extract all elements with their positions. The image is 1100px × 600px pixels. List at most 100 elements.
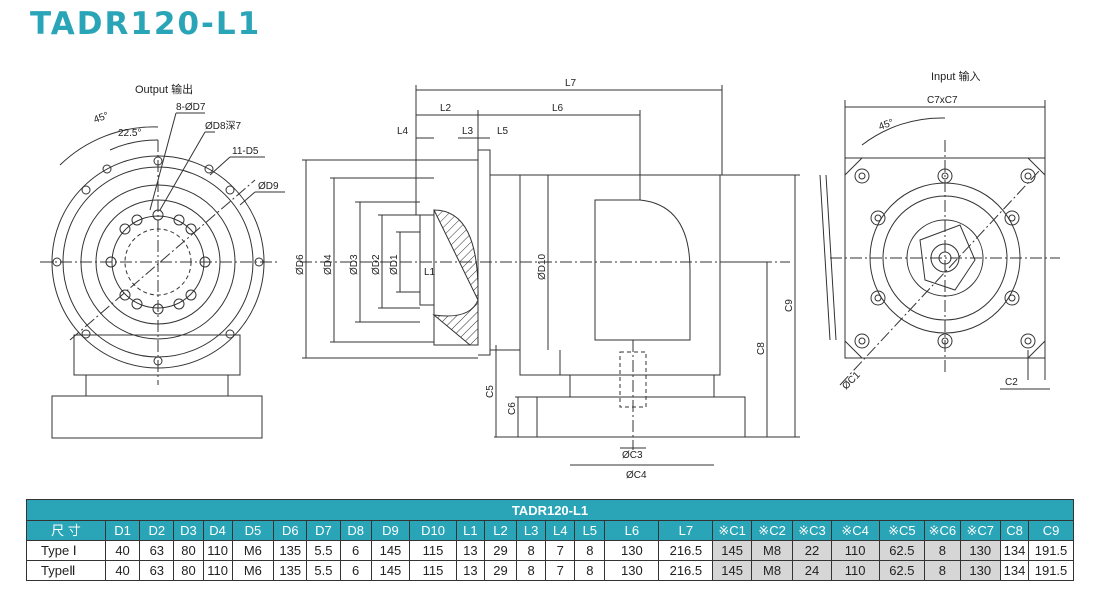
table-cell: 115	[409, 540, 457, 561]
table-cell: 134	[999, 540, 1030, 561]
table-header: ※C3	[792, 520, 832, 541]
dim-l4: L4	[397, 126, 409, 137]
table-cell: 191.5	[1028, 540, 1074, 561]
table-header: D1	[104, 520, 141, 541]
dim-c9: C9	[784, 299, 795, 312]
dim-c4: ØC4	[626, 470, 647, 481]
dim-d3: ØD3	[349, 254, 360, 275]
table-cell: 24	[792, 560, 832, 581]
table-cell: 5.5	[306, 540, 341, 561]
table-cell: 115	[409, 560, 457, 581]
dim-d4: ØD4	[323, 254, 334, 275]
spec-table: TADR120-L1 尺 寸 D1 D2 D3 D4 D5 D6 D7 D8 D…	[26, 499, 1074, 581]
table-cell: Type Ⅰ	[26, 540, 106, 561]
table-header: D9	[370, 520, 411, 541]
table-header: D6	[273, 520, 308, 541]
table-cell: 62.5	[878, 540, 926, 561]
table-cell: 7	[545, 560, 576, 581]
dim-d10: ØD10	[537, 253, 548, 280]
table-header: D3	[173, 520, 204, 541]
table-header: C9	[1028, 520, 1074, 541]
dim-l3: L3	[462, 126, 474, 137]
table-cell: 110	[830, 560, 880, 581]
side-view: L7 L2 L6 L4 L3 L5 L1 ØD6 ØD4 ØD3 ØD2 ØD1…	[295, 78, 800, 481]
table-cell: 40	[104, 560, 141, 581]
dim-c7: C7xC7	[927, 95, 958, 106]
table-header: ※C7	[959, 520, 1001, 541]
output-holes-d5: 11-D5	[232, 146, 259, 157]
table-cell: 135	[273, 540, 308, 561]
table-cell: 8	[924, 560, 961, 581]
output-holes-d7: 8-ØD7	[176, 102, 206, 113]
table-header: L3	[516, 520, 547, 541]
dim-c3: ØC3	[622, 450, 643, 461]
table-cell: M6	[231, 540, 275, 561]
table-cell: 6	[339, 540, 372, 561]
dim-d6: ØD6	[295, 254, 306, 275]
dim-c2: C2	[1005, 377, 1018, 388]
technical-drawing: Output 输出	[40, 69, 1060, 481]
table-cell: 40	[104, 540, 141, 561]
table-cell: M6	[231, 560, 275, 581]
table-cell: 8	[924, 540, 961, 561]
input-view: Input 输入	[819, 69, 1060, 392]
table-cell: 13	[455, 560, 485, 581]
output-angle-45: 45°	[92, 110, 110, 126]
table-cell: 191.5	[1028, 560, 1074, 581]
table-header: L5	[574, 520, 606, 541]
table-cell: 8	[574, 560, 606, 581]
table-header: D8	[339, 520, 372, 541]
table-header: 尺 寸	[26, 520, 106, 541]
table-header: L4	[545, 520, 576, 541]
output-view: Output 输出	[40, 82, 285, 439]
table-cell: 216.5	[658, 540, 714, 561]
table-header: ※C6	[924, 520, 961, 541]
input-angle-45: 45°	[877, 117, 895, 133]
table-cell: 13	[455, 540, 485, 561]
table-cell: 110	[202, 560, 233, 581]
table-cell: 110	[202, 540, 233, 561]
table-cell: 63	[139, 560, 175, 581]
input-view-label: Input 输入	[931, 69, 981, 83]
table-cell: M8	[750, 540, 794, 561]
table-cell: 29	[483, 560, 518, 581]
table-cell: M8	[750, 560, 794, 581]
table-header: ※C5	[878, 520, 926, 541]
dim-c8: C8	[756, 342, 767, 355]
table-header: ※C1	[712, 520, 752, 541]
table-header-row: 尺 寸 D1 D2 D3 D4 D5 D6 D7 D8 D9 D10 L1 L2…	[26, 520, 1074, 541]
table-cell: 130	[604, 540, 660, 561]
table-cell: TypeⅡ	[26, 560, 106, 581]
output-hole-d8: ØD8深7	[205, 120, 242, 132]
table-cell: 22	[792, 540, 832, 561]
table-cell: 145	[712, 540, 752, 561]
table-header: D10	[409, 520, 457, 541]
table-cell: 6	[339, 560, 372, 581]
table-cell: 130	[604, 560, 660, 581]
table-cell: 130	[959, 560, 1001, 581]
table-cell: 80	[173, 560, 204, 581]
table-cell: 145	[712, 560, 752, 581]
table-header: C8	[999, 520, 1030, 541]
table-cell: 135	[273, 560, 308, 581]
table-cell: 8	[574, 540, 606, 561]
table-cell: 130	[959, 540, 1001, 561]
dim-c5: C5	[485, 385, 496, 398]
output-dia-d9: ØD9	[258, 181, 279, 192]
table-header: D5	[231, 520, 275, 541]
dim-l6: L6	[552, 103, 564, 114]
dim-l7: L7	[565, 78, 577, 89]
table-cell: 5.5	[306, 560, 341, 581]
table-row: Type Ⅰ 40 63 80 110 M6 135 5.5 6 145 115…	[26, 540, 1074, 561]
dim-c1: ØC1	[840, 369, 863, 392]
dim-l1: L1	[424, 267, 436, 278]
dim-d1: ØD1	[389, 254, 400, 275]
table-cell: 145	[370, 560, 411, 581]
table-cell: 134	[999, 560, 1030, 581]
table-header: L6	[604, 520, 660, 541]
table-row: TypeⅡ 40 63 80 110 M6 135 5.5 6 145 115 …	[26, 560, 1074, 581]
table-cell: 80	[173, 540, 204, 561]
table-header: L2	[483, 520, 518, 541]
table-header: D2	[139, 520, 175, 541]
output-view-label: Output 输出	[135, 82, 193, 96]
